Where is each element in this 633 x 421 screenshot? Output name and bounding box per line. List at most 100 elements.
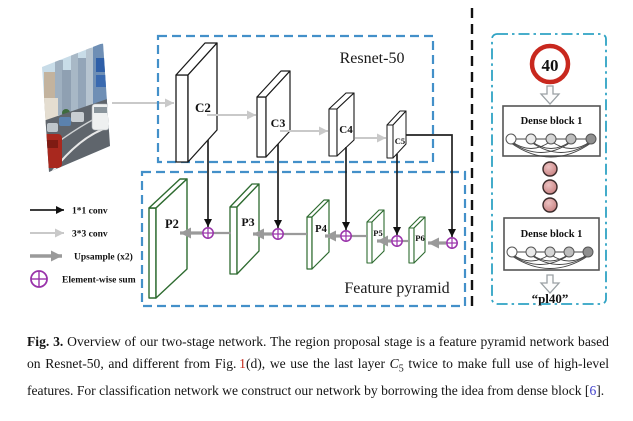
- c5-side: [392, 110, 407, 159]
- p4-front: [306, 216, 313, 270]
- c4-side: [336, 92, 355, 157]
- caption-text-3: twice to make full use of high-level fea…: [27, 355, 609, 398]
- sum-node-p2: [202, 227, 214, 239]
- dense-connection: [530, 141, 592, 153]
- c2-side: [187, 42, 218, 163]
- resnet50-box-border: [156, 34, 435, 164]
- caption-figure-reference[interactable]: 1: [239, 355, 246, 371]
- caption-fig-label: Fig. 3.: [27, 334, 64, 349]
- legend-label-conv1x1: 1*1 conv: [72, 207, 108, 217]
- p3-front: [229, 206, 238, 275]
- conv1x1-arrows: [204, 134, 456, 237]
- p3-block: P3: [229, 183, 260, 275]
- p3-side: [236, 183, 260, 275]
- p5-label: P5: [373, 228, 382, 238]
- p2-front: [148, 207, 157, 299]
- dense-connection: [510, 142, 592, 158]
- c4-block: C4: [328, 92, 355, 157]
- c5-label: C5: [395, 136, 405, 146]
- c3-block: C3: [256, 70, 291, 158]
- classification-panel: 40 Dense block 1: [491, 33, 607, 306]
- legend-item-conv1x1: 1*1 conv: [30, 206, 108, 217]
- figure-diagram: Resnet-50 C2 C3 C4 C5 Feature pyramid: [30, 8, 607, 312]
- p2-label: P2: [165, 217, 179, 231]
- feature-pyramid-box-border: [140, 170, 467, 308]
- street-scene-image: [42, 43, 110, 172]
- caption-text-1: Overview of our two-stage network. The r…: [27, 334, 609, 371]
- ellipsis-dots: [542, 161, 558, 213]
- dense-node: [505, 133, 517, 145]
- sum-node-p5: [391, 235, 403, 247]
- photo-building: [55, 60, 63, 115]
- c2-block: C2: [175, 42, 218, 163]
- sum-node-p3: [272, 228, 284, 240]
- dense-block-1-nodes: [505, 133, 597, 145]
- dense-node: [565, 133, 577, 145]
- p2-side: [155, 178, 188, 299]
- conv3x3-arrows: [207, 110, 386, 143]
- photo-van-window: [94, 107, 107, 113]
- classification-box-border: [491, 33, 607, 305]
- c2-front: [175, 74, 189, 163]
- p2-block: P2: [148, 178, 188, 299]
- caption-text-4: ].: [596, 382, 605, 398]
- c3-front: [256, 96, 267, 158]
- photo-car: [59, 117, 71, 126]
- classifier-output-label: “pl40”: [532, 291, 569, 306]
- photo-building: [71, 52, 78, 114]
- p5-block: P5: [366, 209, 385, 264]
- legend-label-elementwise: Element-wise sum: [62, 276, 136, 286]
- p6-side: [413, 216, 426, 264]
- dense-node: [525, 133, 537, 145]
- figure-caption: Fig. 3. Overview of our two-stage networ…: [27, 331, 609, 402]
- photo-car: [71, 112, 84, 122]
- dot: [542, 179, 558, 195]
- c5-block: C5: [386, 110, 407, 159]
- p6-block: P6: [408, 216, 426, 264]
- p3-label: P3: [241, 215, 254, 229]
- dense-block-1-label: Dense block 1: [521, 116, 583, 127]
- speed-sign-text: 40: [542, 56, 559, 75]
- dense-node: [525, 246, 537, 258]
- upsample-arrows: [180, 227, 446, 249]
- dense-connection: [510, 141, 572, 153]
- dense-node: [544, 246, 556, 258]
- caption-c5-subscript: 5: [398, 363, 404, 375]
- speed-limit-sign: 40: [529, 43, 571, 85]
- p4-label: P4: [315, 224, 327, 235]
- speed-sign-ring: [529, 43, 571, 85]
- resnet50-box: Resnet-50: [156, 34, 435, 164]
- dense-node: [585, 133, 597, 145]
- conv1x1-arrow-c5-right: [406, 134, 456, 237]
- c4-front: [328, 108, 338, 157]
- p4-block: P4: [306, 199, 330, 270]
- down-arrow-icon: [539, 85, 561, 105]
- photo-building: [42, 98, 58, 122]
- down-arrow-icon: [539, 274, 561, 294]
- dense-block-1: Dense block 1: [502, 105, 601, 158]
- legend: 1*1 conv 3*3 conv Upsample (x2) Element-…: [30, 206, 136, 288]
- photo-billboard: [96, 58, 109, 72]
- legend-item-elementwise: Element-wise sum: [30, 270, 136, 288]
- dense-node: [506, 246, 518, 258]
- feature-pyramid-label: Feature pyramid: [344, 280, 449, 297]
- legend-item-conv3x3: 3*3 conv: [30, 228, 108, 240]
- dot: [542, 161, 558, 177]
- dense-block-2: Dense block 1: [503, 217, 600, 271]
- caption-citation-link[interactable]: 6: [589, 382, 597, 398]
- caption-text-2: (d), we use the last layer: [245, 355, 390, 371]
- legend-item-upsample: Upsample (x2): [30, 250, 133, 263]
- sum-node-p6: [446, 237, 458, 249]
- dot: [542, 197, 558, 213]
- photo-car: [47, 123, 58, 132]
- sum-nodes: [202, 227, 458, 249]
- dense-node: [582, 246, 594, 258]
- photo-red-car-window: [42, 140, 58, 148]
- c5-front: [386, 124, 394, 159]
- caption-c5-symbol: C: [389, 355, 399, 371]
- dense-block-2-label: Dense block 1: [521, 229, 583, 240]
- dense-node: [563, 246, 575, 258]
- dense-node: [545, 133, 557, 145]
- sum-node-p4: [340, 230, 352, 242]
